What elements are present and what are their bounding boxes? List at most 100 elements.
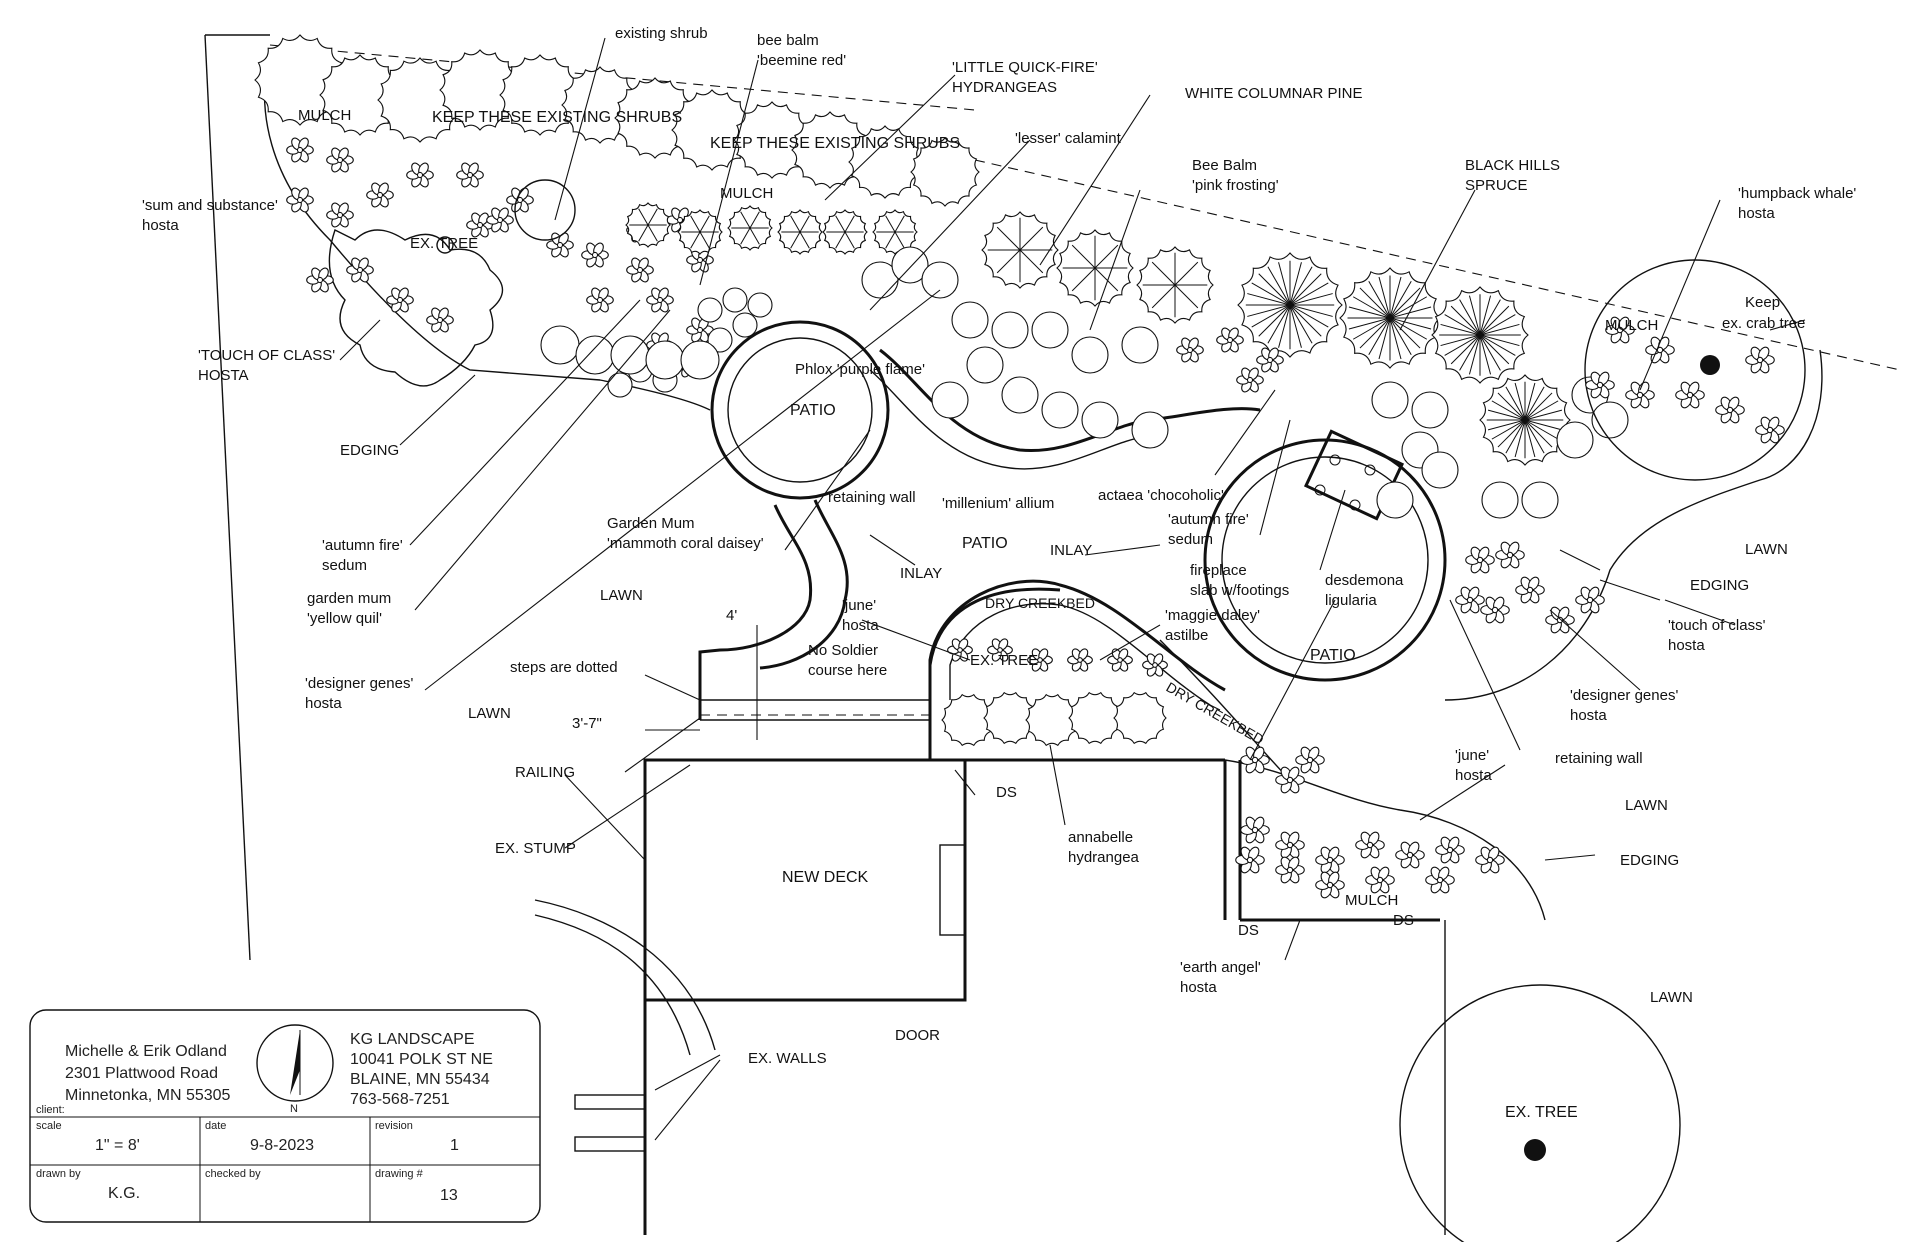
existing-shrub — [848, 125, 922, 199]
hosta-symbol — [1425, 866, 1455, 894]
client-city: Minnetonka, MN 55305 — [65, 1087, 231, 1104]
plant-label: actaea 'chocoholic' — [1098, 487, 1224, 504]
client-field-label: client: — [36, 1104, 65, 1116]
plant-label: 'beemine red' — [757, 52, 846, 69]
annabelle-hydrangea-symbol — [941, 693, 995, 747]
spruce-symbol — [1237, 252, 1343, 358]
ex-tree-label: EX. TREE — [410, 235, 478, 252]
hosta-symbol — [1455, 586, 1485, 614]
annabelle-hydrangea-symbol — [1025, 693, 1079, 747]
plant-label: EDGING — [1690, 577, 1749, 594]
hosta-symbol — [1575, 586, 1605, 614]
revision-field-label: revision — [375, 1120, 413, 1132]
mulch-label: MULCH — [720, 185, 773, 202]
plant-labels: existing shrub bee balm 'beemine red' 'L… — [142, 25, 1856, 996]
house-and-deck — [534, 625, 1446, 1235]
plant-label: 'lesser' calamint — [1015, 130, 1122, 147]
plant-label: Phlox 'purple flame' — [795, 361, 925, 378]
revision-value: 1 — [450, 1137, 459, 1154]
ex-tree-label: EX. TREE — [1505, 1104, 1578, 1121]
existing-shrub — [733, 101, 811, 179]
plant-label: HOSTA — [198, 367, 249, 384]
plant-label: hosta — [142, 217, 179, 234]
perennial-plantings — [861, 246, 1629, 519]
hydrangea-symbol — [822, 209, 868, 255]
hydrangea-symbol — [777, 209, 823, 255]
pine-symbol — [1136, 246, 1214, 324]
plant-label: 'maggie daley' — [1165, 607, 1260, 624]
ex-tree-label: EX. TREE — [970, 652, 1038, 669]
hosta-symbol — [1067, 648, 1093, 672]
plant-label: EDGING — [340, 442, 399, 459]
plant-label: 'yellow quil' — [307, 610, 382, 627]
hosta-symbol — [406, 162, 434, 188]
hosta-symbol — [1027, 648, 1053, 672]
hosta-symbol — [1515, 576, 1545, 604]
lawn-label: LAWN — [1625, 797, 1668, 814]
hydrangea-symbol — [625, 202, 671, 248]
dry-creekbed-label: DRY CREEKBED — [1164, 679, 1267, 748]
plant-label: Keep — [1745, 294, 1780, 311]
plant-label: hosta — [1668, 637, 1705, 654]
plant-label: fireplace — [1190, 562, 1247, 579]
right-bed — [1444, 259, 1823, 701]
hosta-symbol — [1495, 541, 1525, 569]
hosta-symbol — [1435, 836, 1465, 864]
plant-label: 'TOUCH OF CLASS' — [198, 347, 335, 364]
plant-label: EDGING — [1620, 852, 1679, 869]
spruce-symbol — [1339, 267, 1441, 369]
client-name: Michelle & Erik Odland — [65, 1043, 227, 1060]
hosta-symbol — [1605, 316, 1635, 344]
downspout-label: DS — [1393, 912, 1414, 929]
note-label: EX. STUMP — [495, 840, 576, 857]
title-block: N client: Michelle & Erik Odland 2301 Pl… — [29, 1009, 541, 1223]
hosta-symbol — [1275, 856, 1305, 884]
annabelle-hydrangea-symbol — [1068, 691, 1122, 745]
existing-shrub — [439, 49, 521, 131]
hosta-symbol — [947, 638, 973, 662]
mulch-label: MULCH — [1605, 317, 1658, 334]
hosta-symbol — [466, 212, 494, 238]
plant-label: 'autumn fire' — [1168, 511, 1249, 528]
drawing-number-value: 13 — [440, 1187, 458, 1204]
hosta-symbol — [1645, 336, 1675, 364]
note-label: EX. WALLS — [748, 1050, 827, 1067]
plant-label: annabelle — [1068, 829, 1133, 846]
plant-label: BLACK HILLS — [1465, 157, 1560, 174]
leader-lines — [339, 37, 1806, 1141]
mulch-label: MULCH — [1345, 892, 1398, 909]
scale-value: 1" = 8' — [95, 1137, 140, 1154]
hosta-symbol — [306, 267, 334, 293]
existing-tree-lower — [1399, 984, 1681, 1242]
hosta-symbol — [1315, 871, 1345, 899]
hosta-symbol — [1365, 866, 1395, 894]
drawing-number-field-label: drawing # — [375, 1168, 424, 1180]
note-label: steps are dotted — [510, 659, 618, 676]
hosta-symbol — [1256, 347, 1284, 373]
hosta-symbol — [1142, 653, 1168, 677]
hosta-symbol — [1176, 337, 1204, 363]
patio-label: PATIO — [962, 535, 1008, 552]
lawn-label: LAWN — [600, 587, 643, 604]
dimension-label: 3'-7" — [572, 715, 602, 732]
inlay-label: INLAY — [1050, 542, 1092, 559]
existing-shrub — [319, 54, 401, 136]
inlay-label: INLAY — [900, 565, 942, 582]
hosta-plantings-right — [1455, 316, 1785, 634]
plant-label: 'touch of class' — [1668, 617, 1766, 634]
existing-shrubs — [254, 34, 980, 207]
hosta-symbol — [646, 287, 674, 313]
hosta-symbol — [456, 162, 484, 188]
note-labels: steps are dotted No Soldier course here … — [495, 607, 887, 1067]
plant-label: 'pink frosting' — [1192, 177, 1279, 194]
note-label: No Soldier — [808, 642, 878, 659]
firm-street: 10041 POLK ST NE — [350, 1051, 493, 1068]
plant-label: ligularia — [1325, 592, 1377, 609]
note-label: RAILING — [515, 764, 575, 781]
spruce-symbol — [1479, 374, 1571, 466]
plant-label: 'autumn fire' — [322, 537, 403, 554]
hosta-symbol — [1235, 846, 1265, 874]
plant-label: desdemona — [1325, 572, 1404, 589]
hosta-symbol — [686, 247, 714, 273]
hosta-symbol — [1240, 816, 1270, 844]
